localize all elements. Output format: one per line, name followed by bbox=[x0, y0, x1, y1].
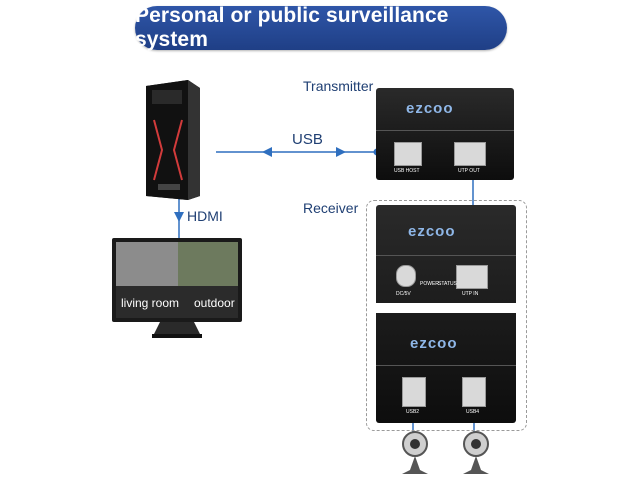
pc-tower-icon bbox=[146, 80, 200, 200]
usb4-label: USB4 bbox=[466, 409, 480, 415]
hdmi-label: HDMI bbox=[187, 208, 223, 224]
transmitter-brand: ezcoo bbox=[406, 100, 454, 117]
utp-out-label: UTP OUT bbox=[458, 168, 480, 174]
status-label: STATUS bbox=[438, 281, 457, 287]
usb4-port bbox=[462, 377, 486, 407]
page-title: Personal or public surveillance system bbox=[135, 4, 507, 51]
utp-in-label: UTP IN bbox=[462, 291, 479, 297]
hdmi-arrow bbox=[174, 212, 184, 222]
webcam-icon bbox=[463, 431, 489, 474]
usb2-port bbox=[402, 377, 426, 407]
power-label: POWER bbox=[420, 281, 439, 287]
usb-host-label: USB HOST bbox=[394, 168, 420, 174]
monitor-label-living-room: living room bbox=[121, 296, 180, 310]
monitor-label-outdoor: outdoor bbox=[194, 296, 235, 310]
webcam-icon bbox=[402, 431, 428, 474]
usb-label: USB bbox=[292, 131, 323, 148]
receiver-brand-bottom: ezcoo bbox=[410, 335, 458, 352]
receiver-box: ezcoo DC/5V POWER STATUS UTP IN ezcoo US… bbox=[376, 205, 516, 423]
monitor-icon bbox=[112, 238, 242, 338]
receiver-brand-top: ezcoo bbox=[408, 223, 456, 240]
usb2-label: USB2 bbox=[406, 409, 420, 415]
transmitter-box: ezcoo USB HOST UTP OUT bbox=[376, 88, 514, 180]
utp-out-port bbox=[454, 142, 486, 166]
usb-arrow-left bbox=[262, 147, 272, 157]
dc-port bbox=[396, 265, 416, 287]
usb-arrow-right bbox=[336, 147, 346, 157]
receiver-area bbox=[366, 200, 527, 431]
dc-label: DC/5V bbox=[396, 291, 411, 297]
receiver-label: Receiver bbox=[303, 200, 359, 216]
usb-host-port bbox=[394, 142, 422, 166]
utp-in-port bbox=[456, 265, 488, 289]
transmitter-label: Transmitter bbox=[303, 78, 374, 94]
